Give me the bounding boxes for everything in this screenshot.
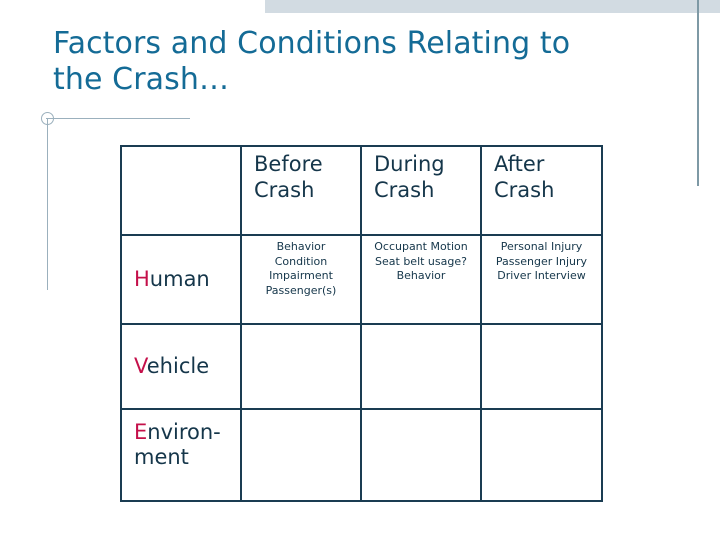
table-header-row: Before Crash During Crash After Crash [120, 145, 603, 236]
column-header-after-crash: After Crash [480, 145, 603, 236]
table-row: Environ- ment [120, 408, 603, 502]
top-decorative-band [265, 0, 720, 13]
table-row: Vehicle [120, 323, 603, 410]
row-label-rest: uman [149, 267, 210, 291]
cell-human-during-crash: Occupant Motion Seat belt usage? Behavio… [360, 234, 482, 325]
row-label-initial: H [134, 267, 150, 291]
page-title: Factors and Conditions Relating to the C… [53, 26, 571, 97]
right-vertical-rule [697, 0, 699, 186]
row-label-initial: V [134, 354, 147, 378]
table-row: Human Behavior Condition Impairment Pass… [120, 234, 603, 325]
column-header-during-crash: During Crash [360, 145, 482, 236]
row-label-human: Human [120, 234, 242, 325]
cell-environment-before-crash [240, 408, 362, 502]
row-label-initial: E [134, 420, 148, 444]
corner-header-cell [120, 145, 242, 236]
row-label-rest: ehicle [146, 354, 210, 378]
title-underline-rule [46, 118, 190, 119]
cell-human-after-crash: Personal Injury Passenger Injury Driver … [480, 234, 603, 325]
circle-node-icon [41, 112, 54, 125]
cell-vehicle-after-crash [480, 323, 603, 410]
title-vertical-rule [47, 118, 48, 290]
cell-vehicle-before-crash [240, 323, 362, 410]
row-label-rest: nviron- ment [134, 420, 221, 469]
cell-human-before-crash: Behavior Condition Impairment Passenger(… [240, 234, 362, 325]
column-header-before-crash: Before Crash [240, 145, 362, 236]
row-label-environment: Environ- ment [120, 408, 242, 502]
factors-conditions-matrix: Before Crash During Crash After Crash Hu… [120, 145, 603, 502]
cell-vehicle-during-crash [360, 323, 482, 410]
row-label-vehicle: Vehicle [120, 323, 242, 410]
cell-environment-after-crash [480, 408, 603, 502]
cell-environment-during-crash [360, 408, 482, 502]
